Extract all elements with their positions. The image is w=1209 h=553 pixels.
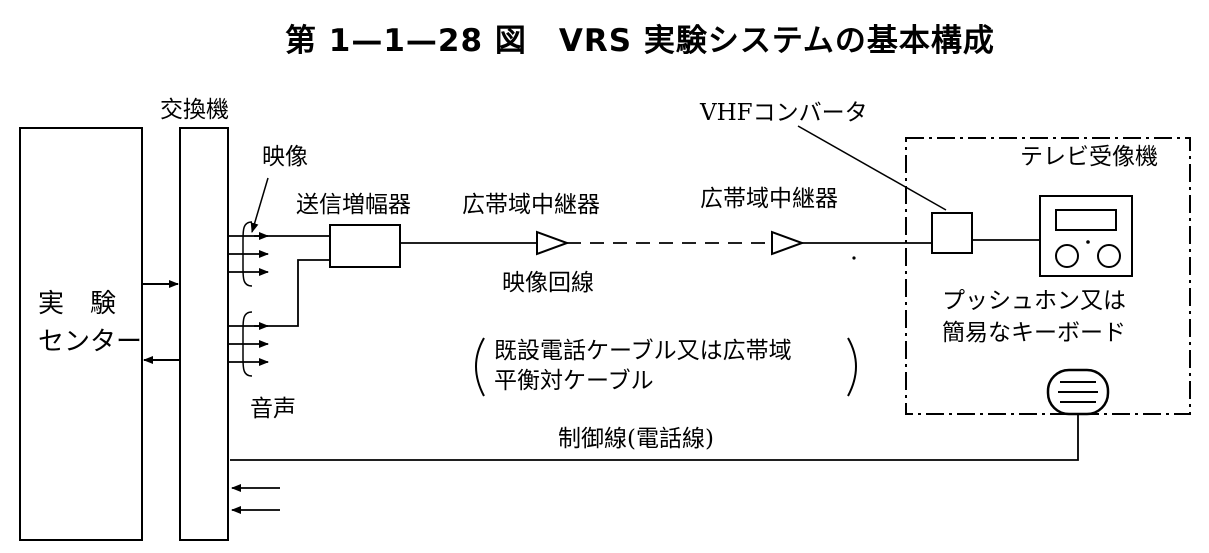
relay-1-triangle (536, 230, 570, 256)
video-line-label: 映像回線 (502, 270, 594, 296)
pushphone-keypad-icon (1046, 368, 1110, 416)
vhf-converter-label: VHFコンバータ (700, 100, 868, 126)
cable-note-line-1: 既設電話ケーブル又は広帯域 (494, 338, 792, 364)
keypad-label-line-1: プッシュホン又は (942, 288, 1126, 314)
control-line-label: 制御線(電話線) (558, 426, 714, 452)
audio-inputs (228, 311, 269, 377)
exchange-box (179, 127, 229, 541)
experiment-center-label: 実 験 センター (38, 286, 142, 361)
cable-note-line-2: 平衡対ケーブル (494, 368, 654, 394)
tx-amplifier-label: 送信増幅器 (296, 192, 411, 218)
tv-receiver-enclosure (905, 137, 1191, 415)
vhf-converter-box (931, 212, 973, 254)
stray-dot (852, 256, 856, 260)
relay-2-label: 広帯域中継器 (700, 186, 838, 212)
exchange-label: 交換機 (160, 97, 229, 123)
cable-note-open-paren (475, 337, 485, 397)
audio-label: 音声 (250, 396, 296, 422)
relay-2-triangle (771, 230, 805, 256)
video-label: 映像 (262, 144, 308, 170)
center-label-line-2: センター (38, 326, 143, 357)
control-line (230, 414, 1079, 461)
center-label-line-1: 実 験 (38, 289, 117, 319)
video-label-pointer (250, 177, 269, 233)
figure-title: 第 1—1—28 図 VRS 実験システムの基本構成 (285, 23, 995, 59)
vhf-converter-pointer (797, 125, 947, 211)
relay-1-label: 広帯域中継器 (462, 192, 600, 218)
tv-set-icon (1039, 195, 1133, 277)
video-inputs (228, 221, 269, 287)
keypad-label-line-2: 簡易なキーボード (942, 320, 1126, 346)
tx-amplifier-box (329, 224, 401, 268)
audio-feed-line (254, 259, 330, 327)
tv-receiver-label: テレビ受像機 (1020, 144, 1158, 170)
cable-note-close-paren (847, 337, 857, 397)
experiment-center-box (19, 127, 143, 541)
